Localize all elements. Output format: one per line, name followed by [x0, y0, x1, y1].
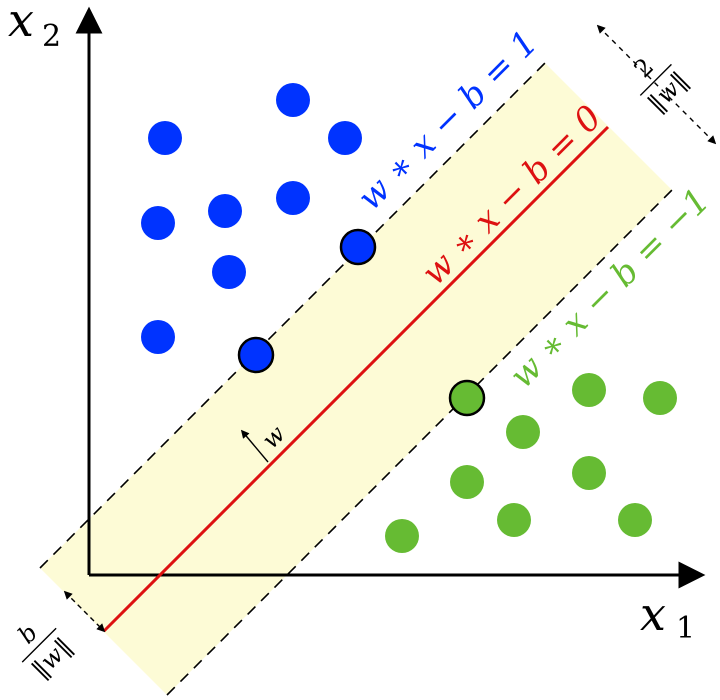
positive-support-vectors [237, 228, 377, 374]
negative-point [643, 381, 677, 415]
positive-point [212, 255, 246, 289]
margin-width-arrow [596, 24, 717, 145]
positive-support-vector [237, 336, 275, 374]
margin-numerator: 2 [629, 53, 660, 84]
positive-class-points [141, 83, 362, 354]
positive-point [276, 83, 310, 117]
y-axis-label: x 2 [8, 0, 61, 54]
y-axis-label-main: x [8, 0, 34, 47]
normal-vector-arrow [240, 429, 269, 463]
x-axis-label: x 1 [640, 587, 695, 646]
decision-boundary-line [102, 125, 610, 633]
offset-fraction: b ‖w‖ [13, 619, 79, 685]
negative-point [497, 503, 531, 537]
margin-fraction: 2 ‖w‖ [629, 53, 695, 119]
positive-point [276, 181, 310, 215]
positive-point [141, 206, 175, 240]
upper-margin-line [39, 62, 546, 569]
negative-support-vectors [448, 379, 486, 417]
negative-point [572, 456, 606, 490]
offset-arrow [63, 590, 106, 633]
negative-point [572, 373, 606, 407]
offset-numerator: b [13, 619, 44, 650]
negative-class-points [385, 373, 677, 553]
x-axis-label-main: x [640, 587, 666, 641]
positive-point [148, 121, 182, 155]
positive-support-vector [339, 228, 377, 266]
negative-support-vector [448, 379, 486, 417]
margin-fraction-bar [639, 63, 672, 96]
negative-point [385, 519, 419, 553]
negative-point [450, 465, 484, 499]
lower-margin-line [166, 189, 673, 696]
positive-point [208, 194, 242, 228]
negative-point [618, 503, 652, 537]
offset-fraction-bar [21, 627, 57, 663]
positive-point [141, 320, 175, 354]
negative-point [506, 415, 540, 449]
y-axis-label-subscript: 2 [42, 19, 61, 54]
positive-point [328, 121, 362, 155]
x-axis-label-subscript: 1 [676, 611, 695, 646]
